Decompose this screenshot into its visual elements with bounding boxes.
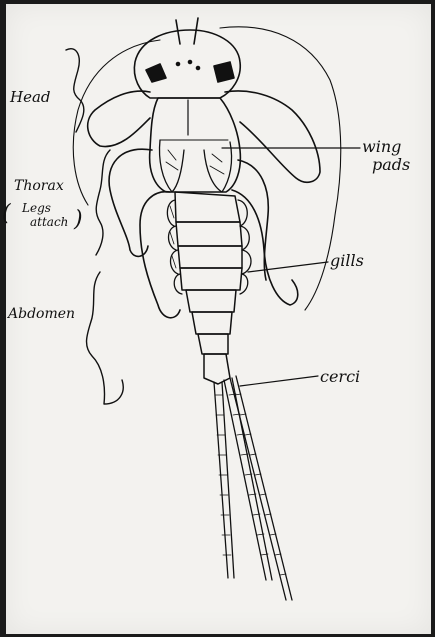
gills-right: [238, 200, 251, 294]
head-bracket: [66, 49, 84, 132]
thorax-bracket: [96, 150, 110, 255]
label-gills: gills: [330, 251, 364, 270]
label-cerci: cerci: [320, 367, 360, 386]
wing-pad-right: [204, 142, 232, 192]
hindleg-left: [140, 192, 180, 318]
label-legs-attach-line2: attach: [30, 215, 68, 229]
gills-leader: [248, 262, 328, 272]
antenna-left: [176, 20, 180, 44]
eye-left: [146, 64, 166, 82]
label-legs-attach-line1: Legs: [21, 201, 51, 215]
label-thorax: Thorax: [14, 178, 64, 194]
legs-open-paren: (: [2, 201, 11, 226]
label-head: Head: [9, 88, 51, 106]
cerci: [214, 376, 292, 600]
foreleg-left: [88, 91, 150, 146]
abdomen-segments: [175, 192, 242, 384]
outer-leg-left: [73, 40, 160, 205]
abdomen-bracket: [87, 272, 124, 404]
label-wing-pads-line2: pads: [372, 155, 410, 174]
cerci-leader: [240, 376, 318, 386]
thorax: [150, 98, 241, 192]
label-abdomen: Abdomen: [6, 306, 75, 322]
eye-right: [214, 62, 234, 82]
legs-close-paren: ): [73, 207, 83, 232]
gills-left: [167, 200, 182, 294]
label-wing-pads-line1: wing: [362, 137, 401, 156]
